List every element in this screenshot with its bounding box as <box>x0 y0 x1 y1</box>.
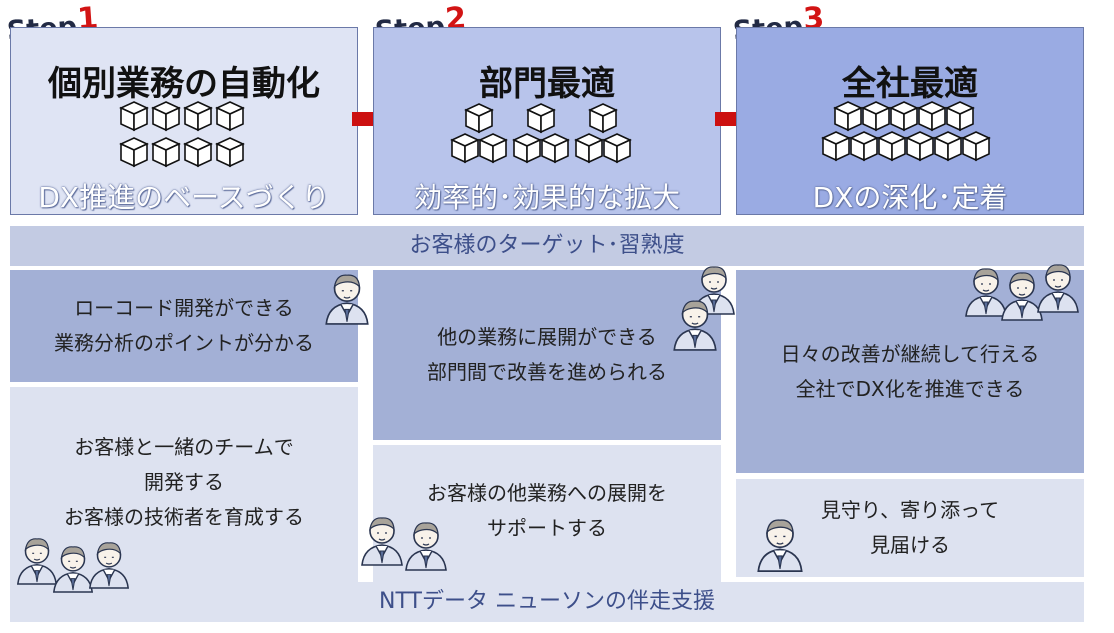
cube-icon <box>589 103 617 133</box>
step-1-box: 個別業務の自動化 DX推進のベースづくり <box>10 27 358 215</box>
cell-text: お客様と一緒のチームで <box>74 434 294 459</box>
cube-icon <box>527 103 555 133</box>
cube-icon <box>120 101 148 131</box>
person-icon <box>1037 264 1079 313</box>
cube-icon <box>184 137 212 167</box>
step-3-box: 全社最適 DXの深化･定着 <box>736 27 1084 215</box>
person-icon <box>361 517 403 566</box>
step-2-subtitle: 効率的･効果的な拡大 <box>413 181 680 214</box>
cube-group-2 <box>451 103 631 163</box>
person-icon <box>757 519 803 572</box>
cell-text: 見届ける <box>870 533 950 557</box>
cube-icon <box>451 133 479 163</box>
cell-text: サポートする <box>487 516 607 540</box>
cube-icon <box>890 101 918 131</box>
cell-text: 開発する <box>144 469 224 494</box>
customer-cell-2: 他の業務に展開ができる 部門間で改善を進められる <box>373 270 721 440</box>
cube-icon <box>216 137 244 167</box>
cube-icon <box>575 133 603 163</box>
customer-target-bar: お客様のターゲット･習熟度 <box>10 226 1084 266</box>
step-3-title: 全社最適 <box>842 64 978 104</box>
step-2-box: 部門最適 効率的･効果的な拡大 <box>373 27 721 215</box>
cube-group-1 <box>120 101 244 167</box>
cube-group-3 <box>822 101 990 161</box>
cube-icon <box>216 101 244 131</box>
cell-text: 全社でDX化を推進できる <box>795 376 1025 401</box>
cube-icon <box>918 101 946 131</box>
person-icon <box>673 300 717 351</box>
customer-cell-1: ローコード開発ができる 業務分析のポイントが分かる <box>10 270 358 382</box>
cell-text: お客様の他業務への展開を <box>427 481 667 505</box>
cube-icon <box>541 133 569 163</box>
cube-icon <box>513 133 541 163</box>
cube-icon <box>946 101 974 131</box>
cube-icon <box>120 137 148 167</box>
cube-icon <box>152 137 180 167</box>
cube-icon <box>184 101 212 131</box>
cell-text: お客様の技術者を育成する <box>64 504 304 529</box>
cube-icon <box>465 103 493 133</box>
step-2-title: 部門最適 <box>479 64 615 104</box>
cube-icon <box>152 101 180 131</box>
person-icon <box>89 542 129 589</box>
step-1-title: 個別業務の自動化 <box>48 64 320 104</box>
cell-text: 部門間で改善を進められる <box>427 360 667 384</box>
person-icon <box>325 274 369 325</box>
cell-text: 他の業務に展開ができる <box>437 325 657 349</box>
person-icon <box>405 522 447 571</box>
cell-text: 日々の改善が継続して行える <box>780 341 1040 366</box>
cube-icon <box>603 133 631 163</box>
cube-icon <box>962 131 990 161</box>
cube-icon <box>934 131 962 161</box>
step-1-subtitle: DX推進のベースづくり <box>38 181 330 214</box>
cube-icon <box>878 131 906 161</box>
cube-icon <box>479 133 507 163</box>
cube-icon <box>906 131 934 161</box>
cube-icon <box>862 101 890 131</box>
cell-text: ローコード開発ができる <box>74 296 294 320</box>
support-bar: NTTデータ ニューソンの伴走支援 <box>10 582 1084 622</box>
cube-icon <box>822 131 850 161</box>
cube-icon <box>850 131 878 161</box>
cube-icon <box>834 101 862 131</box>
cell-text: 見守り、寄り添って <box>820 498 1000 522</box>
step-3-subtitle: DXの深化･定着 <box>812 181 1008 214</box>
cell-text: 業務分析のポイントが分かる <box>54 331 314 355</box>
